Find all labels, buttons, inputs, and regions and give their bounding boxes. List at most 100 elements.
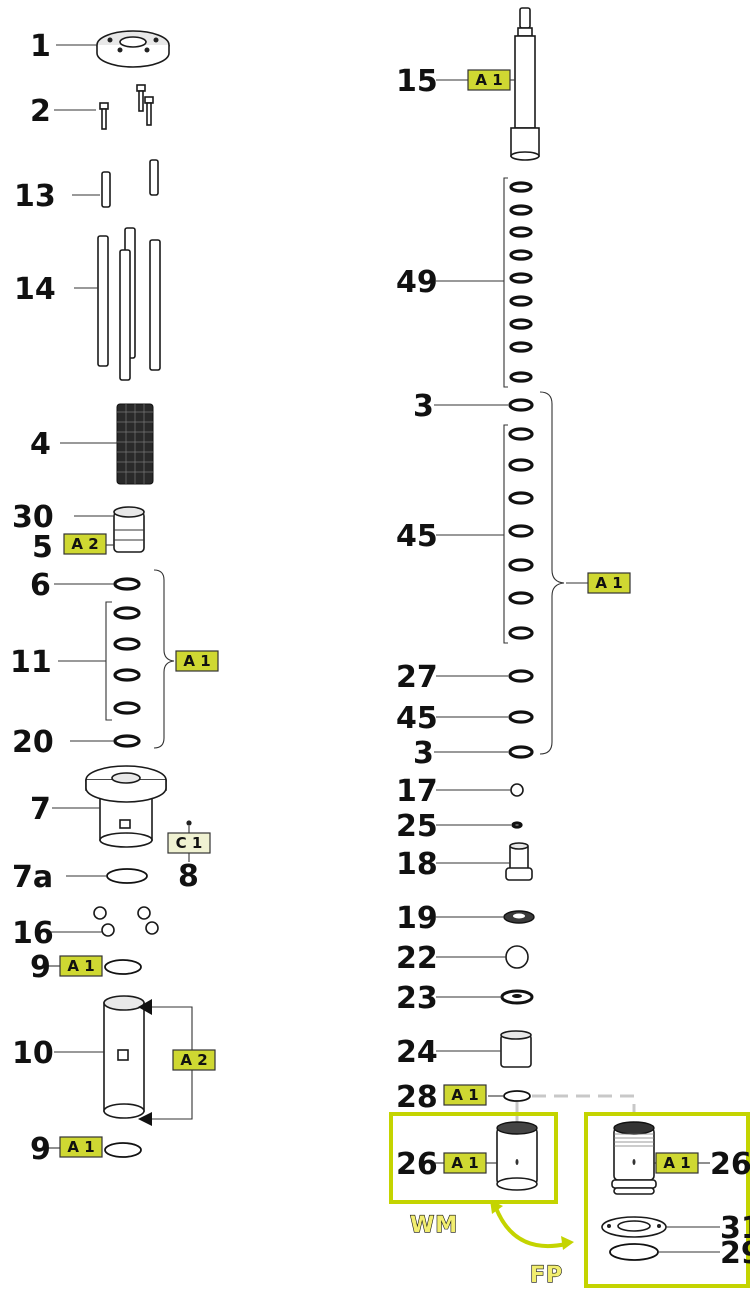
label-part-24: 24 (396, 1035, 438, 1070)
label-part-49: 49 (396, 265, 438, 300)
part-7-housing (85, 765, 167, 848)
label-part-9b: 9 (30, 1132, 51, 1167)
svg-text:A 1: A 1 (595, 574, 622, 592)
label-part-25: 25 (396, 809, 438, 844)
tag-a1-part-15: A 1 (467, 69, 511, 91)
label-part-26a: 26 (396, 1147, 438, 1182)
label-part-27: 27 (396, 660, 438, 695)
label-part-30: 30 (12, 500, 54, 535)
label-part-23: 23 (396, 981, 438, 1016)
frame-fp-variant (584, 1112, 750, 1288)
part-30-5-valve-cage (113, 506, 145, 553)
label-part-14: 14 (14, 272, 56, 307)
part-31-plate (601, 1216, 667, 1238)
part-13-pins (101, 159, 159, 208)
svg-text:A 2: A 2 (180, 1051, 207, 1069)
part-3b-ring (508, 745, 534, 759)
part-18-seat-housing (505, 842, 533, 881)
label-part-45a: 45 (396, 519, 438, 554)
label-part-18: 18 (396, 847, 438, 882)
part-26-fp-base (611, 1121, 657, 1195)
part-45-packing-stack (508, 427, 534, 640)
label-part-20: 20 (12, 725, 54, 760)
part-49-packing-stack (509, 181, 533, 383)
label-part-3b: 3 (413, 736, 434, 771)
part-24-valve-body (500, 1030, 532, 1068)
part-17-ball (510, 783, 524, 797)
part-25-ring (511, 821, 523, 829)
part-23-seat (500, 989, 534, 1005)
brace-right-group (539, 391, 565, 755)
frame-wm-variant (389, 1112, 558, 1204)
dashed-link-fp (532, 1094, 636, 1114)
tag-c1-part-8: C 1 (167, 832, 211, 854)
part-15-piston-rod (510, 7, 540, 161)
svg-text:A 1: A 1 (67, 957, 94, 975)
part-45b-ring (508, 710, 534, 724)
part-10-cylinder (103, 995, 152, 1126)
variant-swap-arrow (490, 1200, 574, 1250)
label-part-10: 10 (12, 1036, 54, 1071)
label-part-8: 8 (178, 859, 199, 894)
svg-text:A 1: A 1 (183, 652, 210, 670)
brace-left-group (153, 569, 175, 749)
tag-a1-right-group: A 1 (587, 572, 631, 594)
part-22-ball (505, 945, 529, 969)
part-19-guide (503, 910, 535, 924)
label-part-4: 4 (30, 427, 51, 462)
tag-a1-part-9b: A 1 (59, 1136, 103, 1158)
tag-a1-part-9a: A 1 (59, 955, 103, 977)
label-part-26b: 26 (710, 1147, 750, 1182)
label-part-13: 13 (14, 179, 56, 214)
label-part-22: 22 (396, 941, 438, 976)
part-26-wm-base (496, 1121, 538, 1191)
svg-text:A 1: A 1 (475, 71, 502, 89)
svg-text:A 1: A 1 (451, 1086, 478, 1104)
part-6-ring (113, 577, 141, 591)
label-part-1: 1 (30, 29, 51, 64)
tag-a1-part-26b: A 1 (655, 1152, 699, 1174)
part-3a-ring (508, 398, 534, 412)
label-part-28: 28 (396, 1080, 438, 1115)
label-part-3a: 3 (413, 389, 434, 424)
part-9b-ring (104, 1142, 142, 1158)
label-part-5: 5 (32, 530, 53, 565)
tag-a1-part-26a: A 1 (443, 1152, 487, 1174)
label-part-16: 16 (12, 916, 54, 951)
label-part-29: 29 (720, 1236, 750, 1271)
part-20-ring (113, 734, 141, 748)
label-part-7a: 7a (12, 860, 53, 895)
tag-a2-part-5: A 2 (63, 533, 107, 555)
label-part-11: 11 (10, 645, 52, 680)
label-part-17: 17 (396, 774, 438, 809)
part-1-flange (96, 30, 170, 68)
label-part-6: 6 (30, 568, 51, 603)
variant-label-wm: WM (410, 1213, 458, 1238)
part-2-bolts (99, 84, 154, 130)
svg-text:A 1: A 1 (663, 1154, 690, 1172)
label-part-31: 31 (720, 1211, 750, 1246)
svg-text:A 1: A 1 (451, 1154, 478, 1172)
part-28-ring (503, 1090, 531, 1102)
part-11-seal-stack (113, 606, 141, 715)
part-27-ring (508, 669, 534, 683)
svg-text:A 2: A 2 (71, 535, 98, 553)
label-part-7: 7 (30, 792, 51, 827)
part-16-nuts (93, 906, 159, 937)
label-part-19: 19 (396, 901, 438, 936)
part-9a-ring (104, 959, 142, 975)
part-29-oring (609, 1243, 659, 1261)
part-14-tie-rods (97, 227, 161, 381)
label-part-45b: 45 (396, 701, 438, 736)
label-part-15: 15 (396, 64, 438, 99)
tag-a1-part-28: A 1 (443, 1084, 487, 1106)
part-7a-ring (106, 868, 148, 884)
tag-a1-left-group: A 1 (175, 650, 219, 672)
variant-label-fp: FP (530, 1263, 563, 1288)
label-part-2: 2 (30, 94, 51, 129)
part-8-grub-screw (186, 820, 192, 826)
part-4-filter (116, 403, 154, 485)
label-part-9a: 9 (30, 950, 51, 985)
